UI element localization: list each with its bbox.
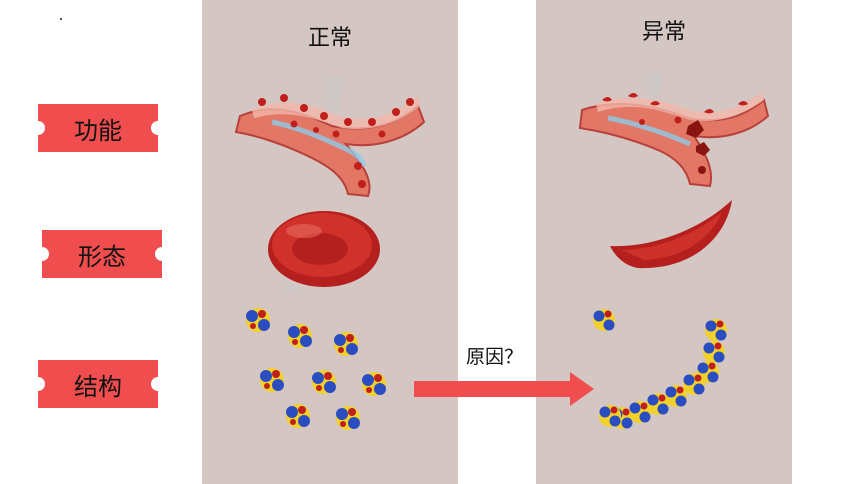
label-function: 功能 <box>38 104 158 152</box>
normal-red-blood-cell-icon <box>268 211 380 295</box>
hemoglobin-molecules-icon <box>246 308 386 430</box>
hemoglobin-fiber-icon <box>593 309 727 429</box>
column-title-abnormal: 异常 <box>641 20 686 45</box>
dot-mark <box>60 18 62 20</box>
label-shape: 形态 <box>42 230 162 278</box>
panel-abnormal: 异常 <box>536 0 792 484</box>
arrow-label: 原因？ <box>466 346 524 368</box>
label-shape-text: 形态 <box>78 242 126 271</box>
label-structure-text: 结构 <box>74 372 122 401</box>
blood-vessel-normal-icon <box>234 76 426 198</box>
panel-normal: 正常 <box>202 0 458 484</box>
sickle-red-blood-cell-icon <box>610 200 732 269</box>
label-function-text: 功能 <box>74 116 122 145</box>
label-structure: 结构 <box>38 360 158 408</box>
blood-vessel-blocked-icon <box>578 72 770 188</box>
column-title-normal: 正常 <box>307 26 352 51</box>
right-arrow-icon <box>414 372 594 406</box>
